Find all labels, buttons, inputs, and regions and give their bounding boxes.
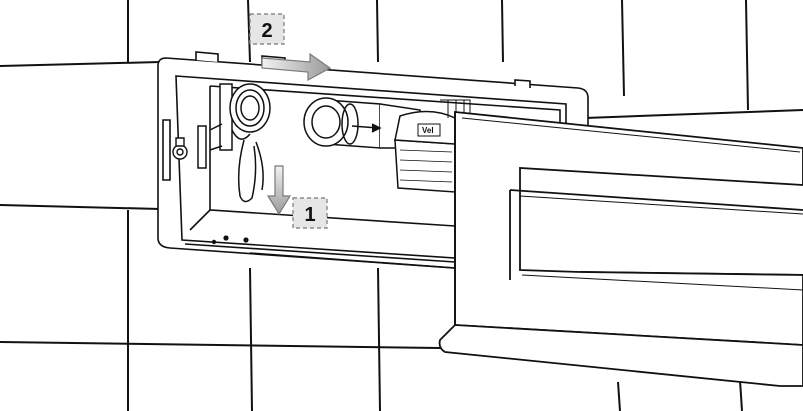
connector-fitting: [197, 83, 271, 203]
arrow-right-icon: [261, 52, 332, 82]
valve-body: [394, 99, 471, 193]
step-badge-1: 1: [292, 197, 328, 229]
step-number-1: 1: [304, 204, 315, 226]
arrow-down-icon: [266, 165, 292, 216]
screw-icon: [172, 137, 188, 160]
cover-panel: [438, 111, 803, 387]
step-number-2: 2: [261, 20, 272, 42]
step-badge-2: 2: [249, 13, 285, 45]
product-label: Vel: [422, 126, 434, 135]
